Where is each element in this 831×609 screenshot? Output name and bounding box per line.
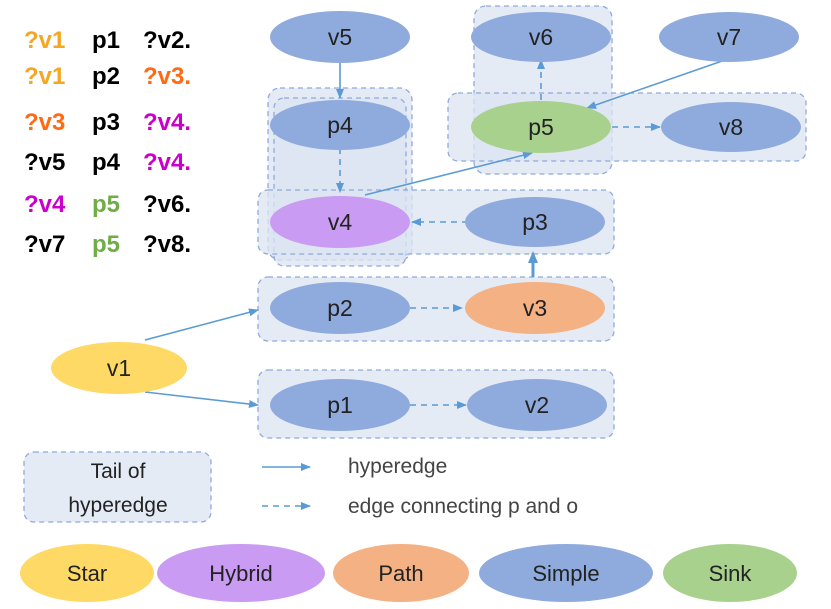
- node-v1-shape: [51, 342, 187, 394]
- legend-tail-line2: hyperedge: [68, 494, 167, 517]
- node-p2: p2: [270, 282, 410, 334]
- triple-row: ?v4 p5 ?v6.: [24, 191, 191, 218]
- triple-object: ?v3.: [143, 63, 191, 90]
- legend-type-hybrid: Hybrid: [157, 544, 325, 602]
- legend-type-path: Path: [333, 544, 469, 602]
- node-v4: v4: [270, 196, 410, 248]
- legend-type-sink-swatch: [663, 544, 797, 602]
- triple-row: ?v1 p2 ?v3.: [24, 63, 191, 90]
- node-v7-shape: [659, 12, 799, 62]
- node-p2-shape: [270, 282, 410, 334]
- hyperedge-v4-p5: [364, 151, 533, 196]
- legend-type-sink: Sink: [663, 544, 797, 602]
- triple-row: ?v5 p4 ?v4.: [24, 149, 191, 176]
- triple-predicate: p5: [92, 191, 120, 218]
- node-v3: v3: [465, 282, 605, 334]
- node-v1: v1: [51, 342, 187, 394]
- triple-subject: ?v3: [24, 109, 65, 136]
- triple-row: ?v7 p5 ?v8.: [24, 231, 191, 258]
- node-label: v1: [107, 355, 131, 381]
- legend-type-hybrid-swatch: [157, 544, 325, 602]
- triple-predicate: p4: [92, 149, 121, 176]
- node-v7: v7: [659, 12, 799, 62]
- node-label: p3: [522, 209, 548, 235]
- legend-type-label: Hybrid: [209, 561, 273, 586]
- legend-type-path-swatch: [333, 544, 469, 602]
- legend: Tail of hyperedge hyperedge edge connect…: [20, 451, 797, 602]
- legend-type-simple: Simple: [479, 544, 653, 602]
- triple-row: ?v3 p3 ?v4.: [24, 109, 191, 136]
- hyperedge-v1-p2: [144, 308, 259, 341]
- triple-subject: ?v5: [24, 149, 65, 176]
- legend-type-label: Sink: [709, 561, 753, 586]
- node-label: p1: [327, 392, 353, 418]
- edges: [144, 59, 726, 409]
- node-p1-shape: [270, 379, 410, 431]
- node-v5: v5: [270, 11, 410, 63]
- legend-tail-line1: Tail of: [91, 460, 146, 483]
- node-p4-shape: [270, 100, 410, 150]
- node-label: v2: [525, 392, 549, 418]
- legend-type-label: Path: [378, 561, 423, 586]
- node-v3-shape: [465, 282, 605, 334]
- node-p3-shape: [465, 197, 605, 247]
- triple-subject: ?v1: [24, 63, 65, 90]
- node-label: p5: [528, 114, 554, 140]
- node-label: v4: [328, 209, 353, 235]
- node-label: p4: [327, 112, 353, 138]
- node-p1: p1: [270, 379, 410, 431]
- legend-type-star-swatch: [20, 544, 154, 602]
- triple-subject: ?v1: [24, 27, 65, 54]
- legend-tail-box: [23, 451, 212, 523]
- nodes: v5 v6 v7 p4 p5 v8 v4 p3: [51, 11, 801, 431]
- node-label: v5: [328, 24, 352, 50]
- node-label: p2: [327, 295, 353, 321]
- node-v5-shape: [270, 11, 410, 63]
- triple-predicate: p3: [92, 109, 120, 136]
- legend-type-label: Star: [67, 561, 107, 586]
- node-p3: p3: [465, 197, 605, 247]
- triple-object: ?v4.: [143, 109, 191, 136]
- triple-predicate: p2: [92, 63, 120, 90]
- legend-type-simple-swatch: [479, 544, 653, 602]
- triple-row: ?v1 p1 ?v2.: [24, 27, 191, 54]
- hyperedge-v1-p1: [144, 391, 259, 408]
- node-p5: p5: [471, 101, 611, 153]
- triple-predicate: p5: [92, 231, 120, 258]
- triple-subject: ?v4: [24, 191, 66, 218]
- triple-object: ?v8.: [143, 231, 191, 258]
- node-p5-shape: [471, 101, 611, 153]
- node-v8: v8: [661, 102, 801, 152]
- legend-type-label: Simple: [532, 561, 599, 586]
- triple-list: ?v1 p1 ?v2. ?v1 p2 ?v3. ?v3 p3 ?v4. ?v5 …: [24, 27, 191, 258]
- hyperedge-v7-p5: [586, 59, 726, 109]
- legend-hyperedge-label: hyperedge: [348, 455, 447, 478]
- triple-subject: ?v7: [24, 231, 65, 258]
- triple-object: ?v6.: [143, 191, 191, 218]
- triple-object: ?v2.: [143, 27, 191, 54]
- node-label: v7: [717, 24, 741, 50]
- node-v8-shape: [661, 102, 801, 152]
- node-label: v6: [529, 24, 553, 50]
- node-v2-shape: [467, 379, 607, 431]
- node-v4-shape: [270, 196, 410, 248]
- node-v6-shape: [471, 12, 611, 62]
- node-label: v8: [719, 114, 743, 140]
- triple-predicate: p1: [92, 27, 120, 54]
- node-v2: v2: [467, 379, 607, 431]
- legend-po-edge-label: edge connecting p and o: [348, 495, 578, 518]
- node-label: v3: [523, 295, 547, 321]
- node-p4: p4: [270, 100, 410, 150]
- legend-type-star: Star: [20, 544, 154, 602]
- node-v6: v6: [471, 12, 611, 62]
- triple-object: ?v4.: [143, 149, 191, 176]
